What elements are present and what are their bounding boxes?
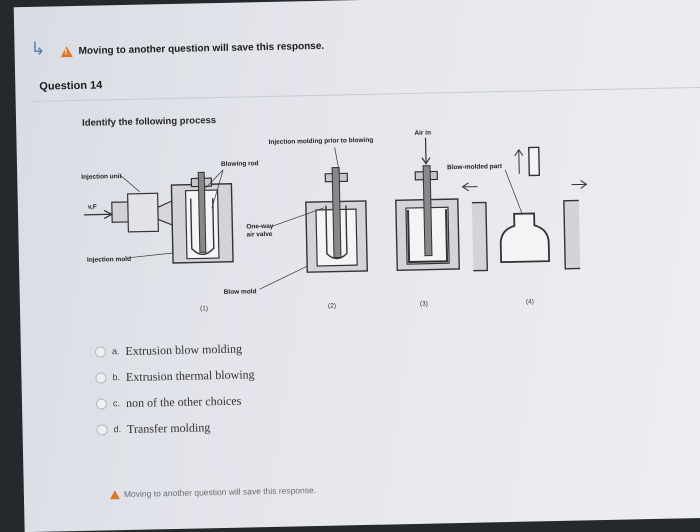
return-arrow-icon[interactable]: ↳ <box>30 39 46 60</box>
step-1-injection <box>83 172 233 265</box>
warning-icon <box>61 46 73 57</box>
warning-icon <box>110 490 120 499</box>
quiz-screen: ↳ Moving to another question will save t… <box>14 0 700 532</box>
option-d[interactable]: d. Transfer molding <box>96 413 256 442</box>
option-text: non of the other choices <box>126 393 242 410</box>
label-blow-molded-part: Blow-molded part <box>447 163 503 171</box>
option-b[interactable]: b. Extrusion thermal blowing <box>95 361 255 390</box>
option-a[interactable]: a. Extrusion blow molding <box>95 335 255 364</box>
option-text: Transfer molding <box>127 420 211 437</box>
step-2-transfer <box>305 167 367 272</box>
label-air-in: Air in <box>414 130 431 137</box>
step-number-3: (3) <box>420 301 428 308</box>
option-c-radio[interactable] <box>96 398 107 409</box>
label-vf: v,F <box>88 204 97 211</box>
label-injection-molding-prior: Injection molding prior to blowing <box>268 137 373 146</box>
answer-options: a. Extrusion blow molding b. Extrusion t… <box>95 335 256 442</box>
option-text: Extrusion thermal blowing <box>126 367 255 385</box>
footer-notice-text: Moving to another question will save thi… <box>124 485 316 499</box>
save-notice: Moving to another question will save thi… <box>61 41 325 58</box>
step-number-4: (4) <box>526 298 534 305</box>
question-title: Question 14 <box>39 79 102 92</box>
process-diagram: Injection unit Blowing rod Injection mol… <box>72 120 596 326</box>
label-blow-mold: Blow mold <box>224 288 257 296</box>
option-letter: a. <box>112 346 120 356</box>
save-notice-text: Moving to another question will save thi… <box>79 41 325 57</box>
option-a-radio[interactable] <box>95 346 106 357</box>
option-letter: c. <box>113 398 120 408</box>
label-one-way: One-way <box>246 223 274 231</box>
label-injection-unit: Injection unit <box>81 173 122 181</box>
label-air-valve: air valve <box>246 231 273 239</box>
label-blowing-rod: Blowing rod <box>221 160 259 168</box>
step-number-2: (2) <box>328 303 336 310</box>
label-injection-mold: Injection mold <box>87 256 131 264</box>
divider <box>32 87 700 102</box>
option-b-radio[interactable] <box>95 372 106 383</box>
option-d-radio[interactable] <box>96 424 107 435</box>
question-prompt: Identify the following process <box>82 115 216 129</box>
step-3-blowing <box>395 137 460 270</box>
footer-save-notice: Moving to another question will save thi… <box>110 485 316 499</box>
option-text: Extrusion blow molding <box>125 341 242 358</box>
step-number-1: (1) <box>200 305 208 312</box>
option-letter: b. <box>112 372 120 382</box>
option-letter: d. <box>113 424 121 434</box>
option-c[interactable]: c. non of the other choices <box>96 387 256 416</box>
